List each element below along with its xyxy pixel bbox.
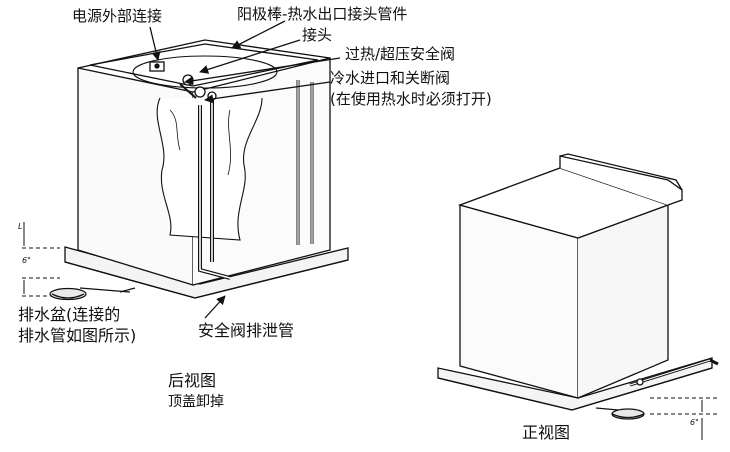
tank-cutaway: [156, 97, 263, 241]
label-relief-valve: 过热/超压安全阀: [345, 45, 456, 63]
rear-view-heater: [49, 39, 349, 301]
label-drain-pan-note: 排水管如图所示): [18, 326, 137, 345]
label-relief-drain-pipe: 安全阀排泄管: [198, 321, 295, 340]
label-anode-rod: 阳极棒-热水出口接头管件: [237, 5, 408, 23]
front-control-panel: [559, 155, 683, 206]
front-cabinet-face: [459, 204, 579, 399]
label-power-connection: 电源外部连接: [72, 7, 163, 25]
front-view-heater: [437, 153, 719, 420]
label-cold-inlet: 冷水进口和关断阀: [330, 69, 451, 87]
front-cabinet-side: [577, 204, 669, 399]
rear-cabinet-top-rim: [77, 39, 331, 69]
right-dimension: [650, 397, 718, 440]
left-dimension: [22, 222, 60, 297]
dimension-right-gap: 6": [690, 418, 699, 427]
caption-front-view: 正视图: [522, 423, 571, 442]
label-cold-inlet-note: (在使用热水时必须打开): [330, 90, 492, 108]
dimension-left-gap: 6": [22, 256, 31, 265]
leader-lines: [119, 20, 341, 319]
anode-fitting: [182, 74, 194, 86]
caption-top-removed: 顶盖卸掉: [168, 394, 224, 410]
caption-rear-view: 后视图: [168, 371, 217, 390]
label-connector: 接头: [302, 26, 333, 44]
label-drain-pan: 排水盆(连接的: [18, 305, 121, 324]
dimension-left-mark: L: [18, 222, 23, 231]
tank-top: [132, 55, 278, 89]
